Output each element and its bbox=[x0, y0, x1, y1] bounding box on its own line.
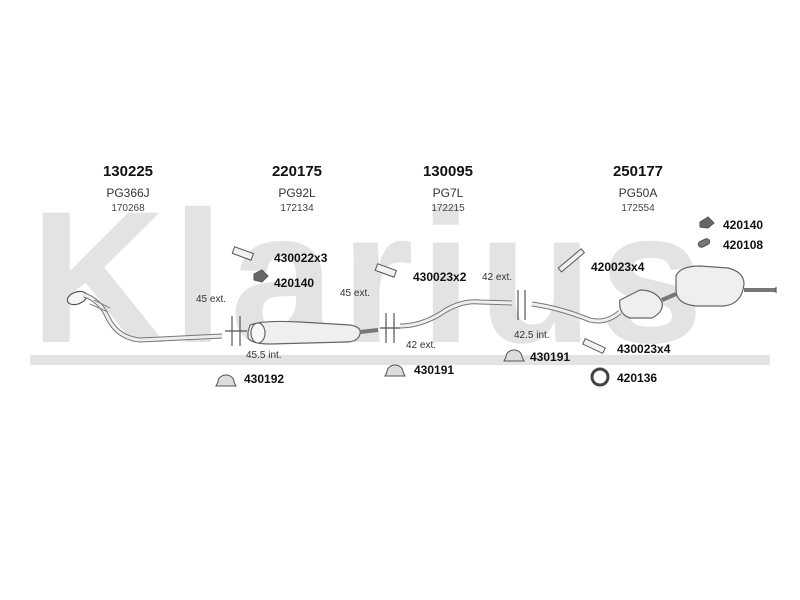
group-code: PG50A bbox=[618, 186, 658, 200]
part-label: 430191 bbox=[530, 350, 571, 364]
group-code: PG366J bbox=[106, 186, 150, 200]
middle-joint-marks bbox=[380, 313, 400, 343]
part-label: 420136 bbox=[617, 371, 658, 385]
group-code: PG92L bbox=[278, 186, 316, 200]
dimension-label: 42 ext. bbox=[482, 272, 513, 283]
front-joint-marks bbox=[225, 316, 247, 346]
watermark-logo: Klarius bbox=[30, 190, 710, 365]
group-number: 250177 bbox=[612, 163, 664, 180]
part-label: 430191 bbox=[414, 363, 455, 377]
clamp-icon bbox=[374, 263, 398, 278]
front-silencer bbox=[247, 320, 379, 345]
part-label: 430192 bbox=[244, 372, 285, 386]
part-label: 430022x3 bbox=[274, 251, 328, 265]
part-label: 430023x2 bbox=[413, 270, 467, 284]
group-number: 130095 bbox=[422, 163, 474, 180]
front-downpipe bbox=[66, 290, 223, 343]
dimension-label: 42.5 int. bbox=[514, 330, 550, 341]
part-label: 420108 bbox=[723, 238, 764, 252]
group-front-silencer: 220175 PG92L 172134 bbox=[237, 163, 357, 214]
hanger-icon bbox=[384, 364, 406, 377]
bracket-icon bbox=[253, 269, 269, 283]
hanger-icon bbox=[215, 374, 237, 387]
clamp-icon bbox=[582, 337, 606, 355]
clamp-icon bbox=[231, 246, 255, 261]
centre-pipe bbox=[399, 299, 513, 329]
part-label: 430023x4 bbox=[617, 342, 671, 356]
group-number: 130225 bbox=[102, 163, 154, 180]
dimension-label: 45.5 int. bbox=[246, 350, 282, 361]
part-label: 420140 bbox=[723, 218, 764, 232]
bracket-icon bbox=[699, 216, 715, 229]
ring-icon bbox=[590, 367, 610, 387]
group-sub-code: 172134 bbox=[280, 203, 314, 214]
group-sub-code: 170268 bbox=[111, 203, 145, 214]
dimension-label: 42 ext. bbox=[406, 340, 437, 351]
bracket-icon bbox=[697, 238, 711, 248]
part-label: 420023x4 bbox=[591, 260, 645, 274]
clamp-icon bbox=[557, 248, 586, 273]
hanger-icon bbox=[503, 349, 525, 362]
part-label: 420140 bbox=[274, 276, 315, 290]
watermark-underline bbox=[30, 355, 770, 365]
group-rear-silencer: 250177 PG50A 172554 bbox=[578, 163, 698, 214]
group-sub-code: 172215 bbox=[431, 203, 465, 214]
rear-joint-marks bbox=[517, 290, 526, 320]
group-centre-pipe: 130095 PG7L 172215 bbox=[388, 163, 508, 214]
group-code: PG7L bbox=[432, 186, 464, 200]
dimension-label: 45 ext. bbox=[196, 294, 227, 305]
group-sub-code: 172554 bbox=[621, 203, 655, 214]
dimension-label: 45 ext. bbox=[340, 288, 371, 299]
group-front-pipe: 130225 PG366J 170268 bbox=[68, 163, 188, 214]
rear-silencer-assembly bbox=[531, 265, 777, 324]
group-number: 220175 bbox=[271, 163, 323, 180]
